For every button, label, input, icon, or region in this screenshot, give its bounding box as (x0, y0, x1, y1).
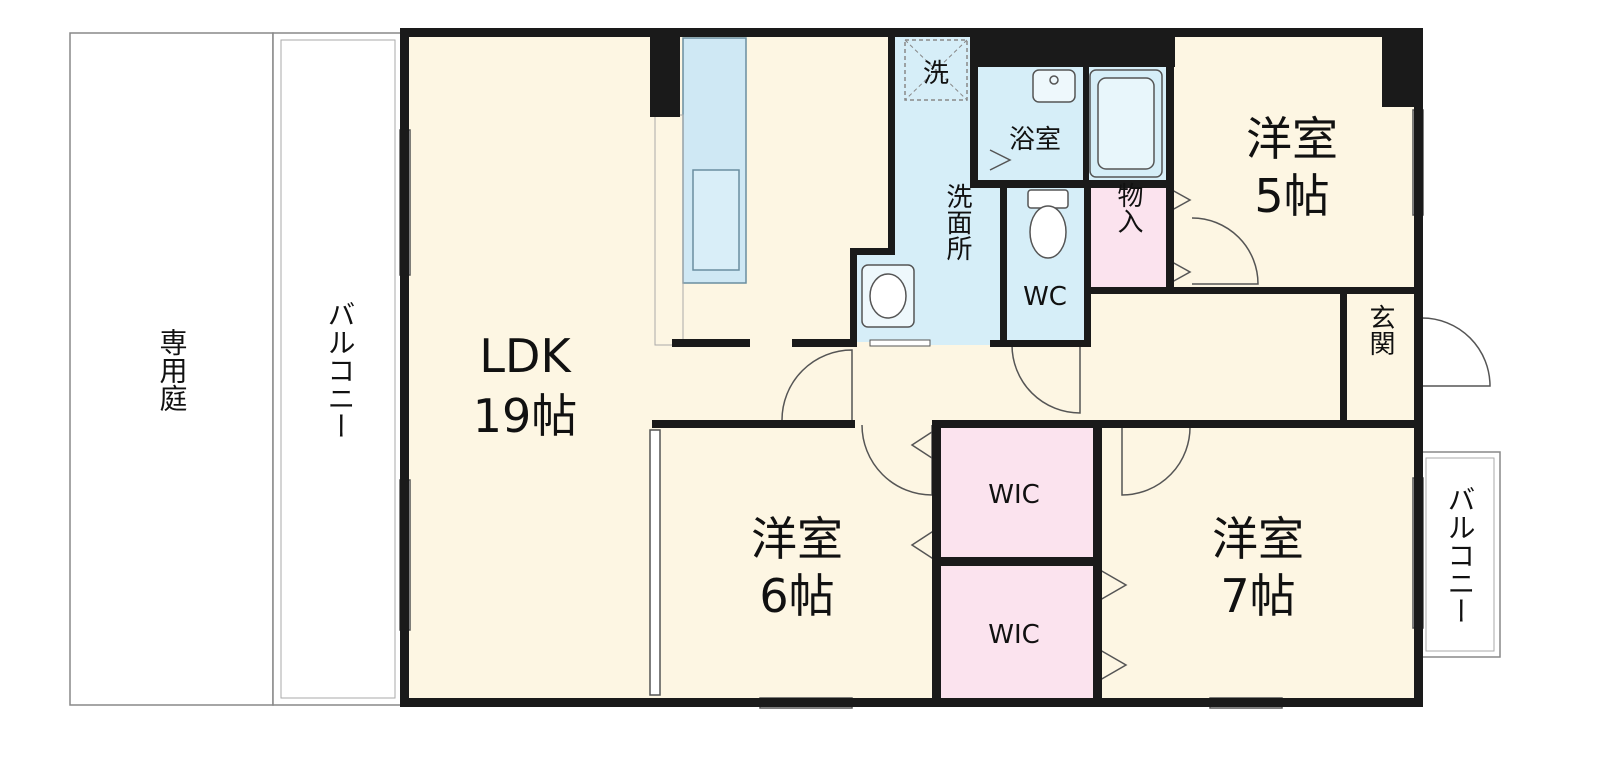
ldk-name: LDK (479, 329, 572, 383)
bath-sink (1032, 69, 1076, 103)
wic-upper-label: WIC (988, 480, 1040, 510)
labels: 専用庭 バルコニー バルコニー LDK 19帖 洋室 5帖 洋室 6帖 洋室 7… (156, 59, 1477, 650)
western-5-area (1170, 35, 1420, 293)
wic-upper-area (935, 425, 1095, 560)
balcony-west (272, 32, 404, 706)
wic-lower-area (935, 565, 1095, 703)
washbasin (861, 264, 915, 328)
western-6-name: 洋室 (751, 512, 843, 566)
storage-label: 物入 (1113, 182, 1143, 234)
laundry-pan (904, 39, 968, 101)
door-swings (781, 149, 1491, 681)
walls (400, 28, 1423, 707)
ldk-size: 19帖 (473, 389, 578, 443)
kitchen-counter (654, 37, 747, 346)
private-garden-label: 専用庭 (156, 328, 189, 412)
washroom-label: 洗面所 (942, 183, 972, 261)
wic-lower-label: WIC (988, 620, 1040, 650)
western-5-name: 洋室 (1246, 112, 1338, 166)
western-7-area (1095, 425, 1420, 703)
western-6-area (655, 425, 935, 703)
entrance-label: 玄関 (1365, 304, 1395, 356)
balcony-east (1419, 451, 1501, 658)
balcony-west-label: バルコニー (324, 300, 357, 440)
laundry-label: 洗 (923, 59, 949, 89)
bath-label: 浴室 (1009, 125, 1061, 155)
private-garden (69, 32, 274, 706)
balcony-east-label: バルコニー (1444, 485, 1477, 625)
western-6-size: 6帖 (759, 569, 834, 623)
toilet-label: WC (1023, 282, 1067, 312)
toilet-fixture (1027, 189, 1069, 259)
bathtub (1089, 69, 1163, 178)
western-5-size: 5帖 (1254, 169, 1329, 223)
western-7-name: 洋室 (1212, 512, 1304, 566)
western-7-size: 7帖 (1220, 569, 1295, 623)
storage-area (1090, 185, 1170, 290)
